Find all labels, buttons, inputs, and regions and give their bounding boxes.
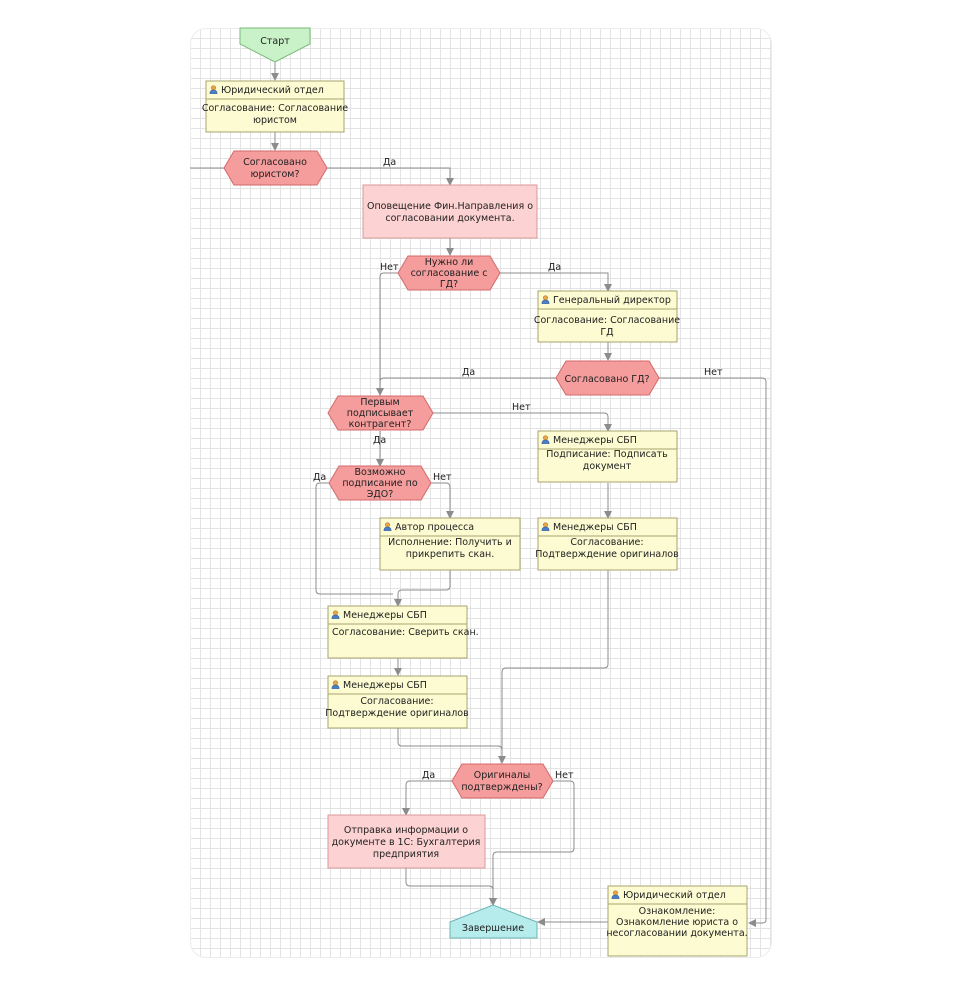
decision-text-line: Первым — [360, 397, 399, 408]
task-sbp-originals-right[interactable]: Менеджеры СБП Согласование: Подтверждени… — [535, 517, 679, 571]
edge-origright-decision — [498, 570, 609, 764]
task-text-line: документ — [583, 461, 632, 472]
action-text-line: документе в 1С: Бухгалтерия — [332, 837, 481, 848]
decision-text-line: контрагент? — [349, 419, 412, 430]
task-role: Генеральный директор — [553, 295, 671, 306]
end-label: Завершение — [462, 923, 524, 934]
edge-send1c-end — [405, 868, 497, 906]
task-text-line: Подписание: Подписать — [546, 449, 668, 460]
task-legal-approval[interactable]: Юридический отдел Согласование: Согласов… — [202, 80, 348, 133]
edge-orig-yes — [402, 780, 452, 816]
task-legal-notice[interactable]: Юридический отдел Ознакомление: Ознакомл… — [606, 885, 748, 957]
task-text-line: юристом — [253, 115, 297, 126]
action-boxes: Оповещение Фин.Направления о согласовани… — [327, 184, 538, 869]
task-author-scan[interactable]: Автор процесса Исполнение: Получить и пр… — [379, 517, 521, 571]
task-role: Юридический отдел — [221, 85, 324, 96]
task-text-line: прикрепить скан. — [406, 549, 495, 560]
task-text-line: Исполнение: Получить и — [388, 537, 512, 548]
label-lawyer-yes: Да — [383, 157, 396, 168]
edge-needceo-yes — [500, 272, 612, 292]
task-boxes: Юридический отдел Согласование: Согласов… — [202, 80, 748, 957]
start-label: Старт — [260, 36, 290, 47]
decision-text-line: Нужно ли — [425, 257, 474, 268]
label-needceo-yes: Да — [548, 262, 561, 273]
label-edo-no: Нет — [433, 472, 452, 483]
action-send-1c[interactable]: Отправка информации о документе в 1С: Бу… — [327, 814, 486, 869]
decision-originals-confirmed[interactable]: Оригиналы подтверждены? — [451, 763, 554, 799]
edge-edo-yes — [315, 482, 393, 595]
task-text-line: Подтверждение оригиналов — [325, 708, 469, 719]
label-ceook-yes: Да — [462, 367, 475, 378]
edge-edo-no — [431, 482, 454, 519]
edge-cp-no — [433, 412, 612, 432]
task-role: Менеджеры СБП — [343, 610, 427, 621]
decision-text-line: Согласовано ГД? — [564, 374, 649, 385]
label-cp-yes: Да — [373, 435, 386, 446]
decision-ceo-approved[interactable]: Согласовано ГД? — [555, 360, 660, 396]
label-edo-yes: Да — [313, 472, 326, 483]
task-text-line: Ознакомление: — [639, 906, 716, 917]
task-text-line: Ознакомление юриста о — [616, 917, 738, 928]
edge-origleft-decision — [397, 728, 503, 751]
task-role: Менеджеры СБП — [553, 435, 637, 446]
task-role: Менеджеры СБП — [343, 680, 427, 691]
task-text-line: Согласование: Сверить скан. — [332, 627, 479, 638]
task-text-line: несогласовании документа. — [606, 928, 747, 939]
label-ceook-no: Нет — [704, 367, 723, 378]
decision-nodes: Согласовано юристом? Нужно ли согласован… — [223, 150, 660, 799]
task-role: Менеджеры СБП — [553, 522, 637, 533]
decision-text-line: Согласовано — [243, 157, 307, 168]
decision-text-line: подписание по — [342, 478, 417, 489]
action-text-line: Отправка информации о — [344, 825, 468, 836]
edge-orig-no — [489, 780, 575, 906]
action-text-line: предприятия — [373, 849, 439, 860]
decision-text-line: подписывает — [347, 408, 414, 419]
decision-need-ceo[interactable]: Нужно ли согласование с ГД? — [397, 255, 501, 291]
task-ceo-approval[interactable]: Генеральный директор Согласование: Согла… — [534, 290, 680, 343]
task-role: Юридический отдел — [623, 890, 726, 901]
label-cp-no: Нет — [512, 402, 531, 413]
decision-text-line: Оригиналы — [474, 770, 530, 781]
task-sbp-originals-left[interactable]: Менеджеры СБП Согласование: Подтверждени… — [325, 675, 469, 729]
start-node[interactable]: Старт — [239, 27, 311, 63]
connectors — [190, 62, 767, 927]
task-text-line: Согласование: — [360, 696, 433, 707]
edge-ceook-no — [659, 377, 767, 927]
label-needceo-no: Нет — [380, 262, 399, 273]
decision-text-line: Возможно — [355, 467, 406, 478]
task-text-line: Подтверждение оригиналов — [535, 549, 679, 560]
task-sbp-check-scan[interactable]: Менеджеры СБП Согласование: Сверить скан… — [327, 605, 479, 659]
decision-text-line: ГД? — [440, 279, 458, 290]
task-role: Автор процесса — [395, 522, 474, 533]
edge-lawyer-yes — [327, 167, 454, 186]
decision-counterparty-first[interactable]: Первым подписывает контрагент? — [327, 395, 434, 431]
task-text-line: Согласование: — [570, 537, 643, 548]
decision-text-line: подтверждены? — [461, 782, 542, 793]
end-node[interactable]: Завершение — [449, 904, 538, 939]
edge-ceook-yes — [379, 377, 556, 383]
action-text-line: Оповещение Фин.Направления о — [367, 201, 533, 212]
edge-needceo-no — [376, 272, 398, 396]
task-text-line: Согласование: Согласование — [534, 315, 680, 326]
decision-text-line: юристом? — [251, 169, 300, 180]
task-text-line: ГД — [600, 327, 613, 338]
task-sbp-sign[interactable]: Менеджеры СБП Подписание: Подписать доку… — [537, 430, 678, 483]
label-orig-no: Нет — [555, 770, 574, 781]
action-text-line: согласовании документа. — [385, 213, 514, 224]
task-text-line: Согласование: Согласование — [202, 103, 348, 114]
decision-lawyer-approved[interactable]: Согласовано юристом? — [223, 150, 328, 186]
action-notify-finance[interactable]: Оповещение Фин.Направления о согласовани… — [362, 184, 538, 239]
edge-author-check — [394, 570, 451, 607]
decision-edo-possible[interactable]: Возможно подписание по ЭДО? — [328, 465, 432, 501]
decision-text-line: согласование с — [411, 268, 488, 279]
decision-text-line: ЭДО? — [367, 489, 394, 500]
edge-labels: Да Да Нет Да Нет Нет Да Да Нет Да Нет — [313, 157, 723, 781]
label-orig-yes: Да — [422, 770, 435, 781]
